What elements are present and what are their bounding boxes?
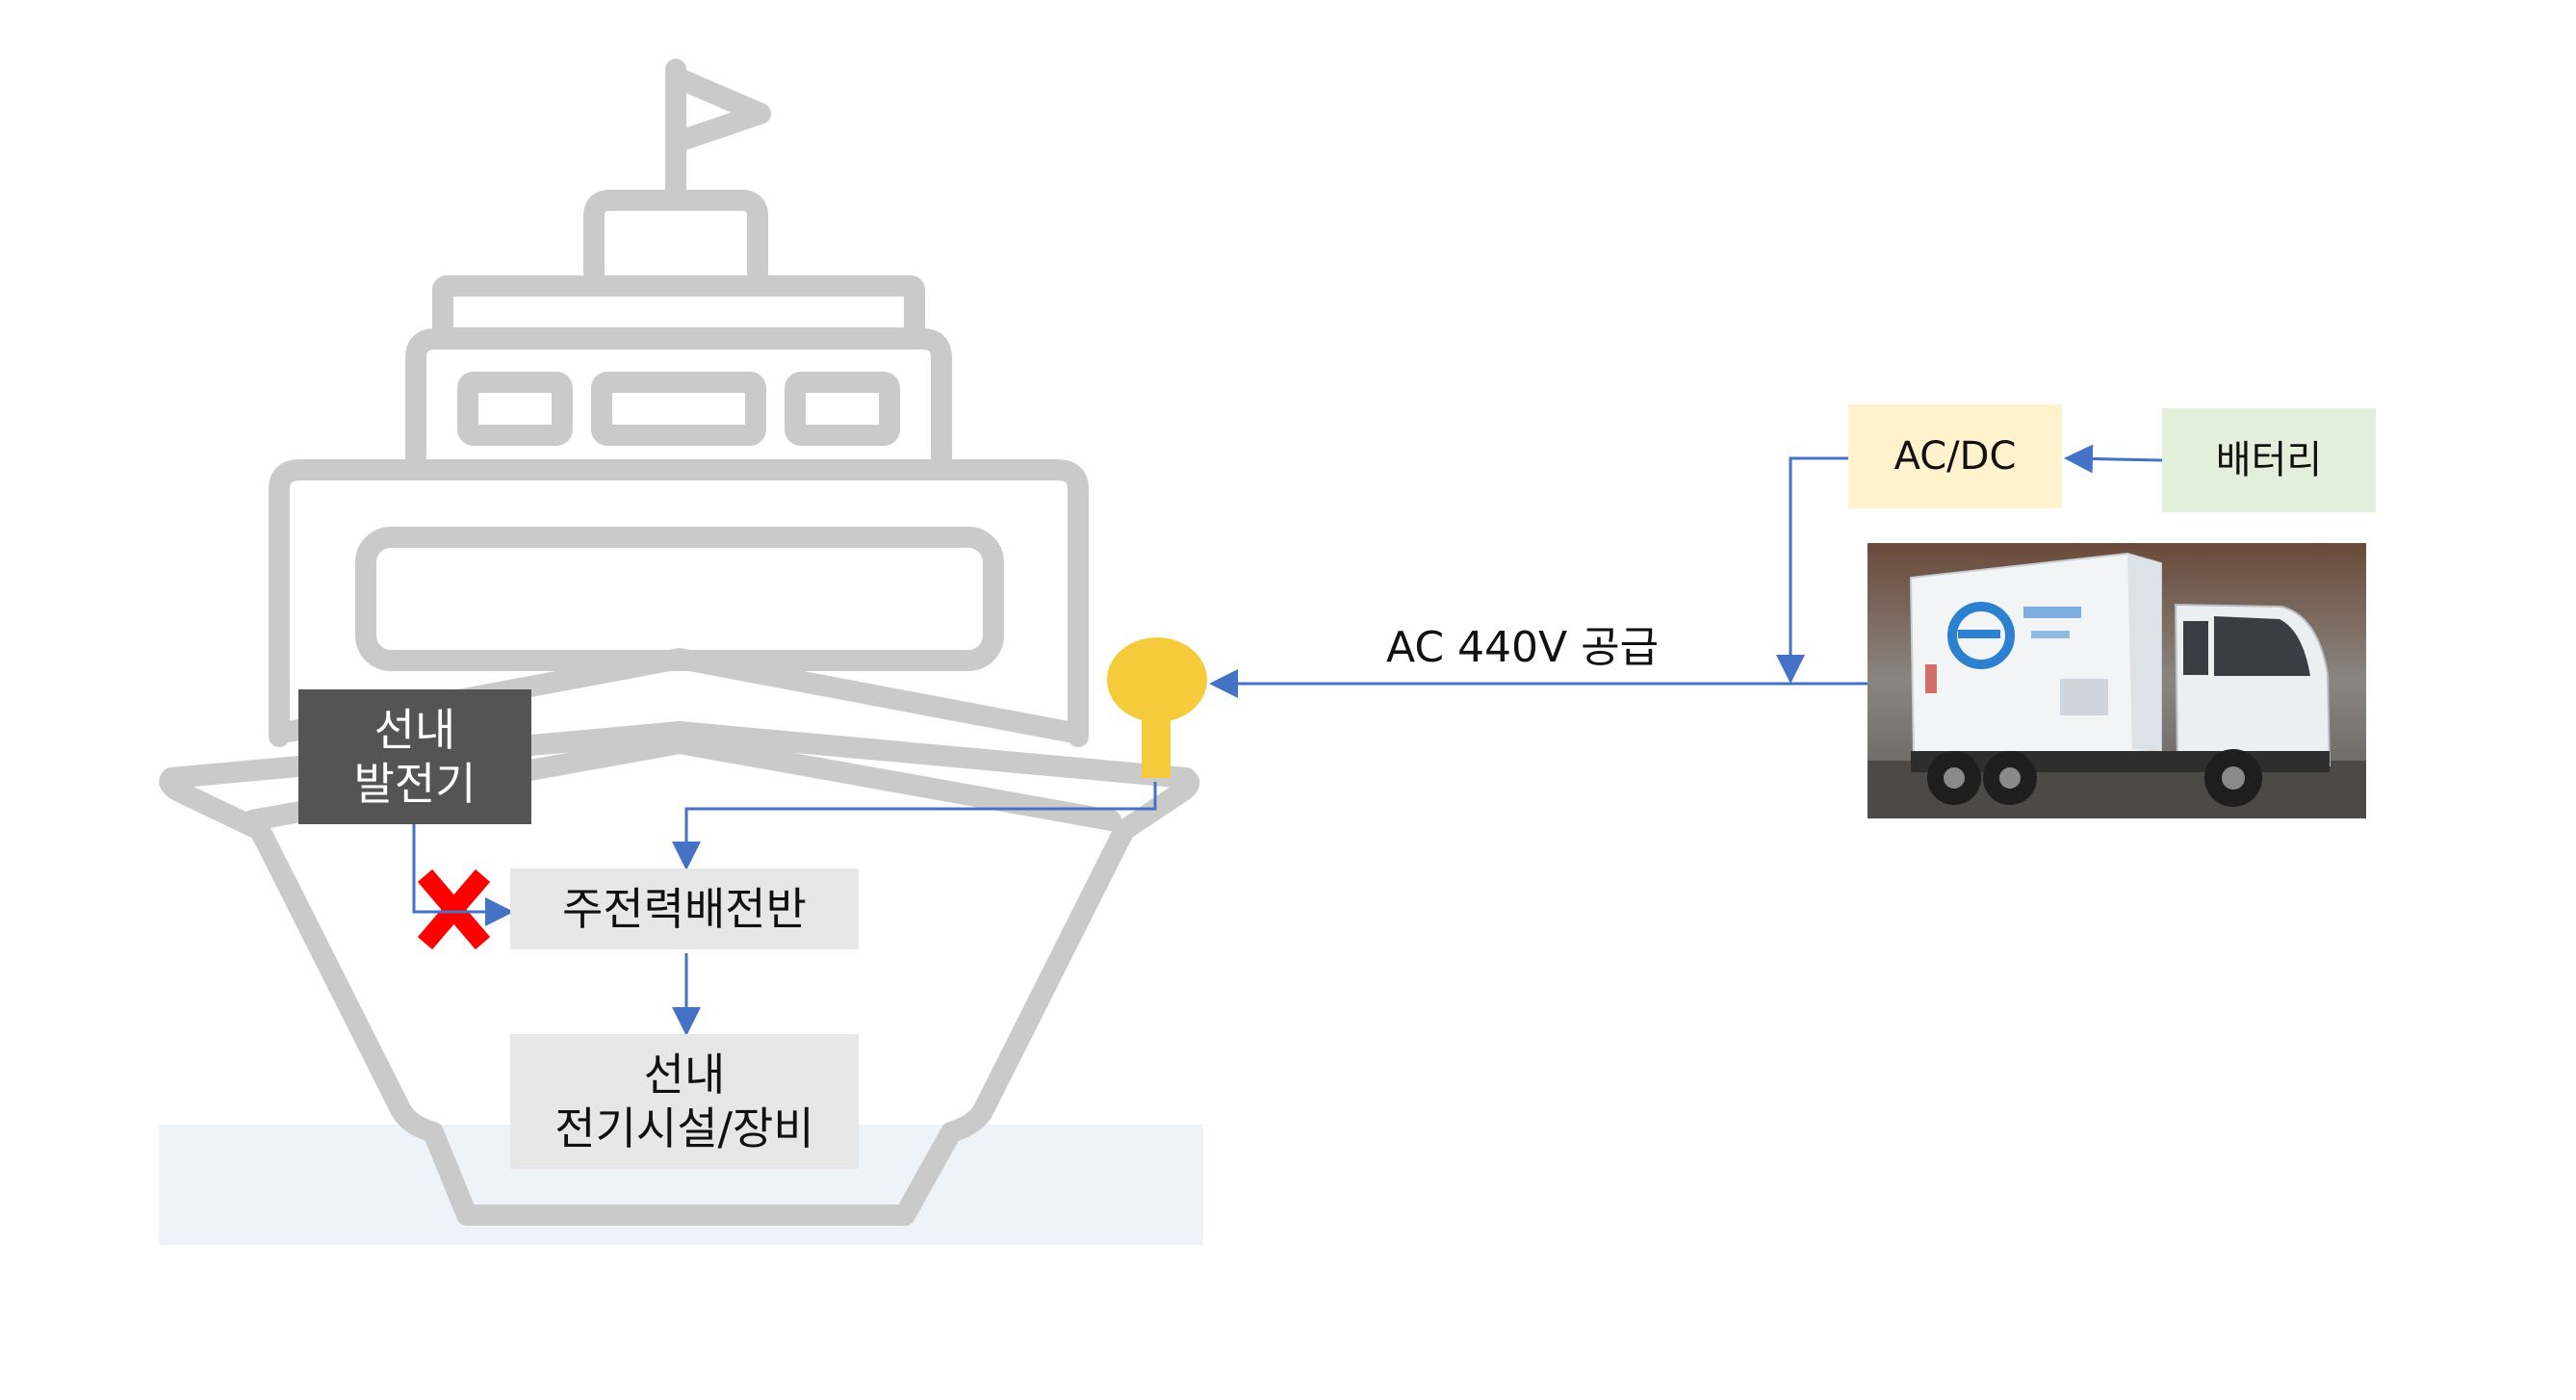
onboard-generator-label-2: 발전기: [353, 758, 477, 810]
onboard-equipment-box: 선내 전기시설/장비: [510, 1034, 859, 1169]
acdc-converter-box: AC/DC: [1848, 404, 2062, 508]
disconnect-x-icon: [417, 869, 491, 950]
arrow-generator-to-switchboard: [412, 824, 514, 926]
battery-box: 배터리: [2162, 408, 2376, 512]
arrow-battery-to-acdc: [2064, 444, 2163, 474]
onboard-equipment-label-2: 전기시설/장비: [554, 1102, 814, 1154]
arrow-acdc-to-line: [1776, 456, 1848, 684]
main-switchboard-label: 주전력배전반: [562, 882, 807, 935]
main-switchboard-box: 주전력배전반: [510, 869, 859, 949]
acdc-converter-label: AC/DC: [1893, 433, 2017, 479]
onboard-generator-box: 선내 발전기: [298, 689, 531, 824]
onboard-generator-label-1: 선내: [374, 703, 456, 756]
battery-label: 배터리: [2215, 437, 2323, 482]
arrow-plug-to-switchboard: [672, 782, 1157, 870]
ship-icon: [159, 59, 1200, 1226]
connector-arrows: [412, 444, 2163, 1036]
ac-supply-label: AC 440V 공급: [1386, 623, 1660, 672]
onboard-equipment-label-1: 선내: [643, 1048, 726, 1101]
shore-plug-icon: [1107, 637, 1207, 778]
mobile-power-truck-icon: [1868, 543, 2366, 818]
